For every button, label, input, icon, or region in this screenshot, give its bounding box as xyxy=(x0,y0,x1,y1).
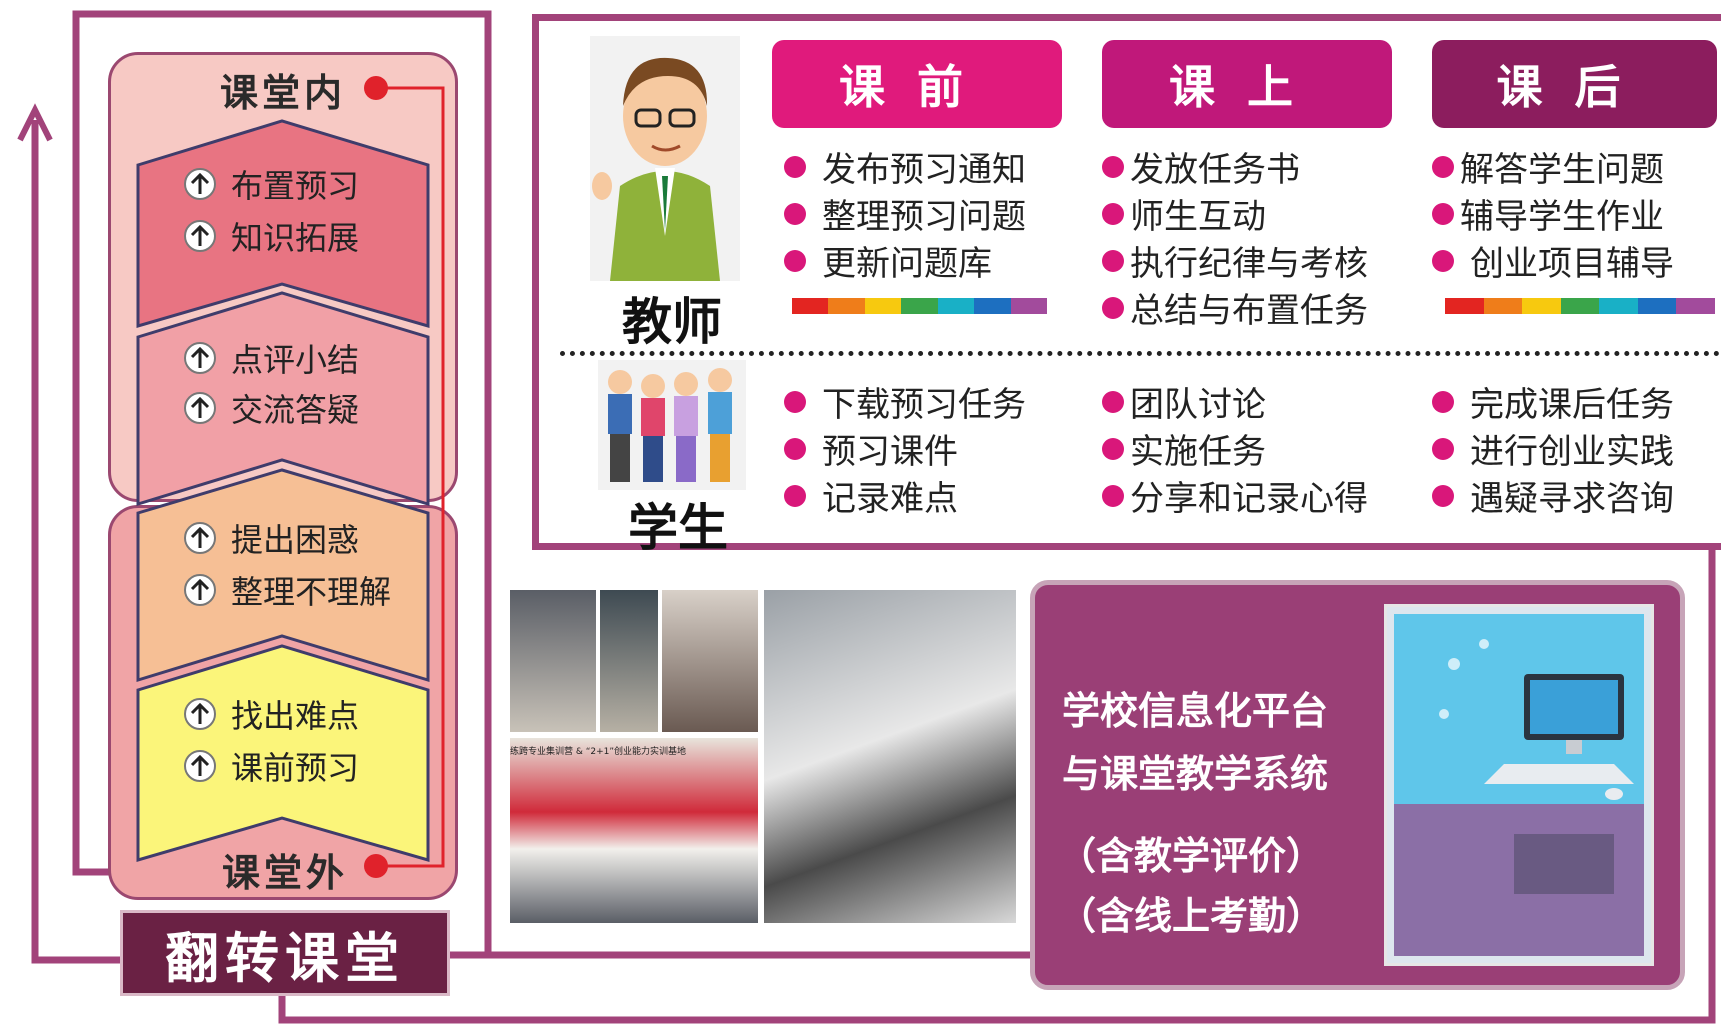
student-before-list: 下载预习任务 预习课件 记录难点 xyxy=(784,378,1026,519)
chevron-item: 整理不理解 xyxy=(231,573,392,611)
list-item: 创业项目辅导 xyxy=(1432,237,1674,284)
chevron-item: 点评小结 xyxy=(231,341,360,379)
chevron-2: 点评小结 交流答疑 xyxy=(183,336,359,430)
up-arrow-icon xyxy=(184,392,216,424)
chevron-shape-3 xyxy=(136,468,430,683)
phase-header-during: 课上 xyxy=(1102,40,1392,128)
chevron-item: 交流答疑 xyxy=(231,391,360,429)
color-bar xyxy=(1445,298,1716,314)
photo-banner-text: 练跨专业集训营 & “2+1”创业能力实训基地 xyxy=(510,747,687,757)
flipped-classroom-title: 翻转课堂 xyxy=(120,910,450,996)
student-after-list: 完成课后任务 进行创业实践 遇疑寻求咨询 xyxy=(1432,378,1674,519)
chevron-item: 知识拓展 xyxy=(231,219,360,257)
platform-line-3: （含教学评价） xyxy=(1058,833,1325,878)
list-item: 总结与布置任务 xyxy=(1102,284,1368,331)
up-arrow-icon xyxy=(184,522,216,554)
list-item: 整理预习问题 xyxy=(784,190,1026,237)
chevron-item: 布置预习 xyxy=(231,167,360,205)
classroom-photo xyxy=(764,590,1016,923)
chevron-shape-2 xyxy=(136,291,430,507)
phase-header-after: 课后 xyxy=(1432,40,1717,128)
student-during-list: 团队讨论 实施任务 分享和记录心得 xyxy=(1102,378,1368,519)
chevron-3: 提出困惑 整理不理解 xyxy=(183,516,391,612)
list-item: 进行创业实践 xyxy=(1432,425,1674,472)
platform-line-4: （含线上考勤） xyxy=(1058,893,1325,938)
classroom-photo xyxy=(662,590,758,732)
in-class-label: 课堂内 xyxy=(220,71,347,115)
chevron-item: 提出困惑 xyxy=(231,521,360,559)
list-item: 记录难点 xyxy=(784,472,1026,519)
list-item: 解答学生问题 xyxy=(1432,143,1674,190)
row-divider xyxy=(560,351,1720,356)
students-illustration-icon xyxy=(598,360,746,490)
phase-header-before: 课前 xyxy=(772,40,1062,128)
platform-line-2: 与课堂教学系统 xyxy=(1062,751,1329,796)
up-arrow-icon xyxy=(184,750,216,782)
teacher-after-list: 解答学生问题 辅导学生作业 创业项目辅导 xyxy=(1432,143,1674,284)
list-item: 更新问题库 xyxy=(784,237,1026,284)
up-arrow-icon xyxy=(184,168,216,200)
chevron-item: 课前预习 xyxy=(231,749,360,787)
chevron-4: 找出难点 课前预习 xyxy=(183,692,359,788)
list-item: 团队讨论 xyxy=(1102,378,1368,425)
classroom-photo xyxy=(510,590,596,732)
chevron-item: 找出难点 xyxy=(231,697,360,735)
up-arrow-icon xyxy=(184,698,216,730)
list-item: 师生互动 xyxy=(1102,190,1368,237)
teacher-during-list: 发放任务书 师生互动 执行纪律与考核 总结与布置任务 xyxy=(1102,143,1368,331)
list-item: 分享和记录心得 xyxy=(1102,472,1368,519)
student-label: 学生 xyxy=(628,498,728,557)
color-bar xyxy=(792,298,1047,314)
list-item: 执行纪律与考核 xyxy=(1102,237,1368,284)
list-item: 完成课后任务 xyxy=(1432,378,1674,425)
list-item: 辅导学生作业 xyxy=(1432,190,1674,237)
teacher-illustration-icon xyxy=(590,36,740,281)
list-item: 发布预习通知 xyxy=(784,143,1026,190)
classroom-photo xyxy=(600,590,658,732)
out-class-label: 课堂外 xyxy=(222,851,349,895)
teacher-before-list: 发布预习通知 整理预习问题 更新问题库 xyxy=(784,143,1026,284)
chevron-1: 布置预习 知识拓展 xyxy=(183,162,359,258)
list-item: 预习课件 xyxy=(784,425,1026,472)
up-arrow-icon xyxy=(184,342,216,374)
list-item: 发放任务书 xyxy=(1102,143,1368,190)
platform-line-1: 学校信息化平台 xyxy=(1062,688,1329,733)
chevron-shape-4 xyxy=(136,644,430,862)
list-item: 实施任务 xyxy=(1102,425,1368,472)
teacher-label: 教师 xyxy=(622,292,722,351)
up-arrow-icon xyxy=(184,220,216,252)
computer-illustration-icon xyxy=(1384,604,1654,966)
up-arrow-icon xyxy=(184,574,216,606)
classroom-photo: 练跨专业集训营 & “2+1”创业能力实训基地 xyxy=(510,738,758,923)
list-item: 遇疑寻求咨询 xyxy=(1432,472,1674,519)
list-item: 下载预习任务 xyxy=(784,378,1026,425)
